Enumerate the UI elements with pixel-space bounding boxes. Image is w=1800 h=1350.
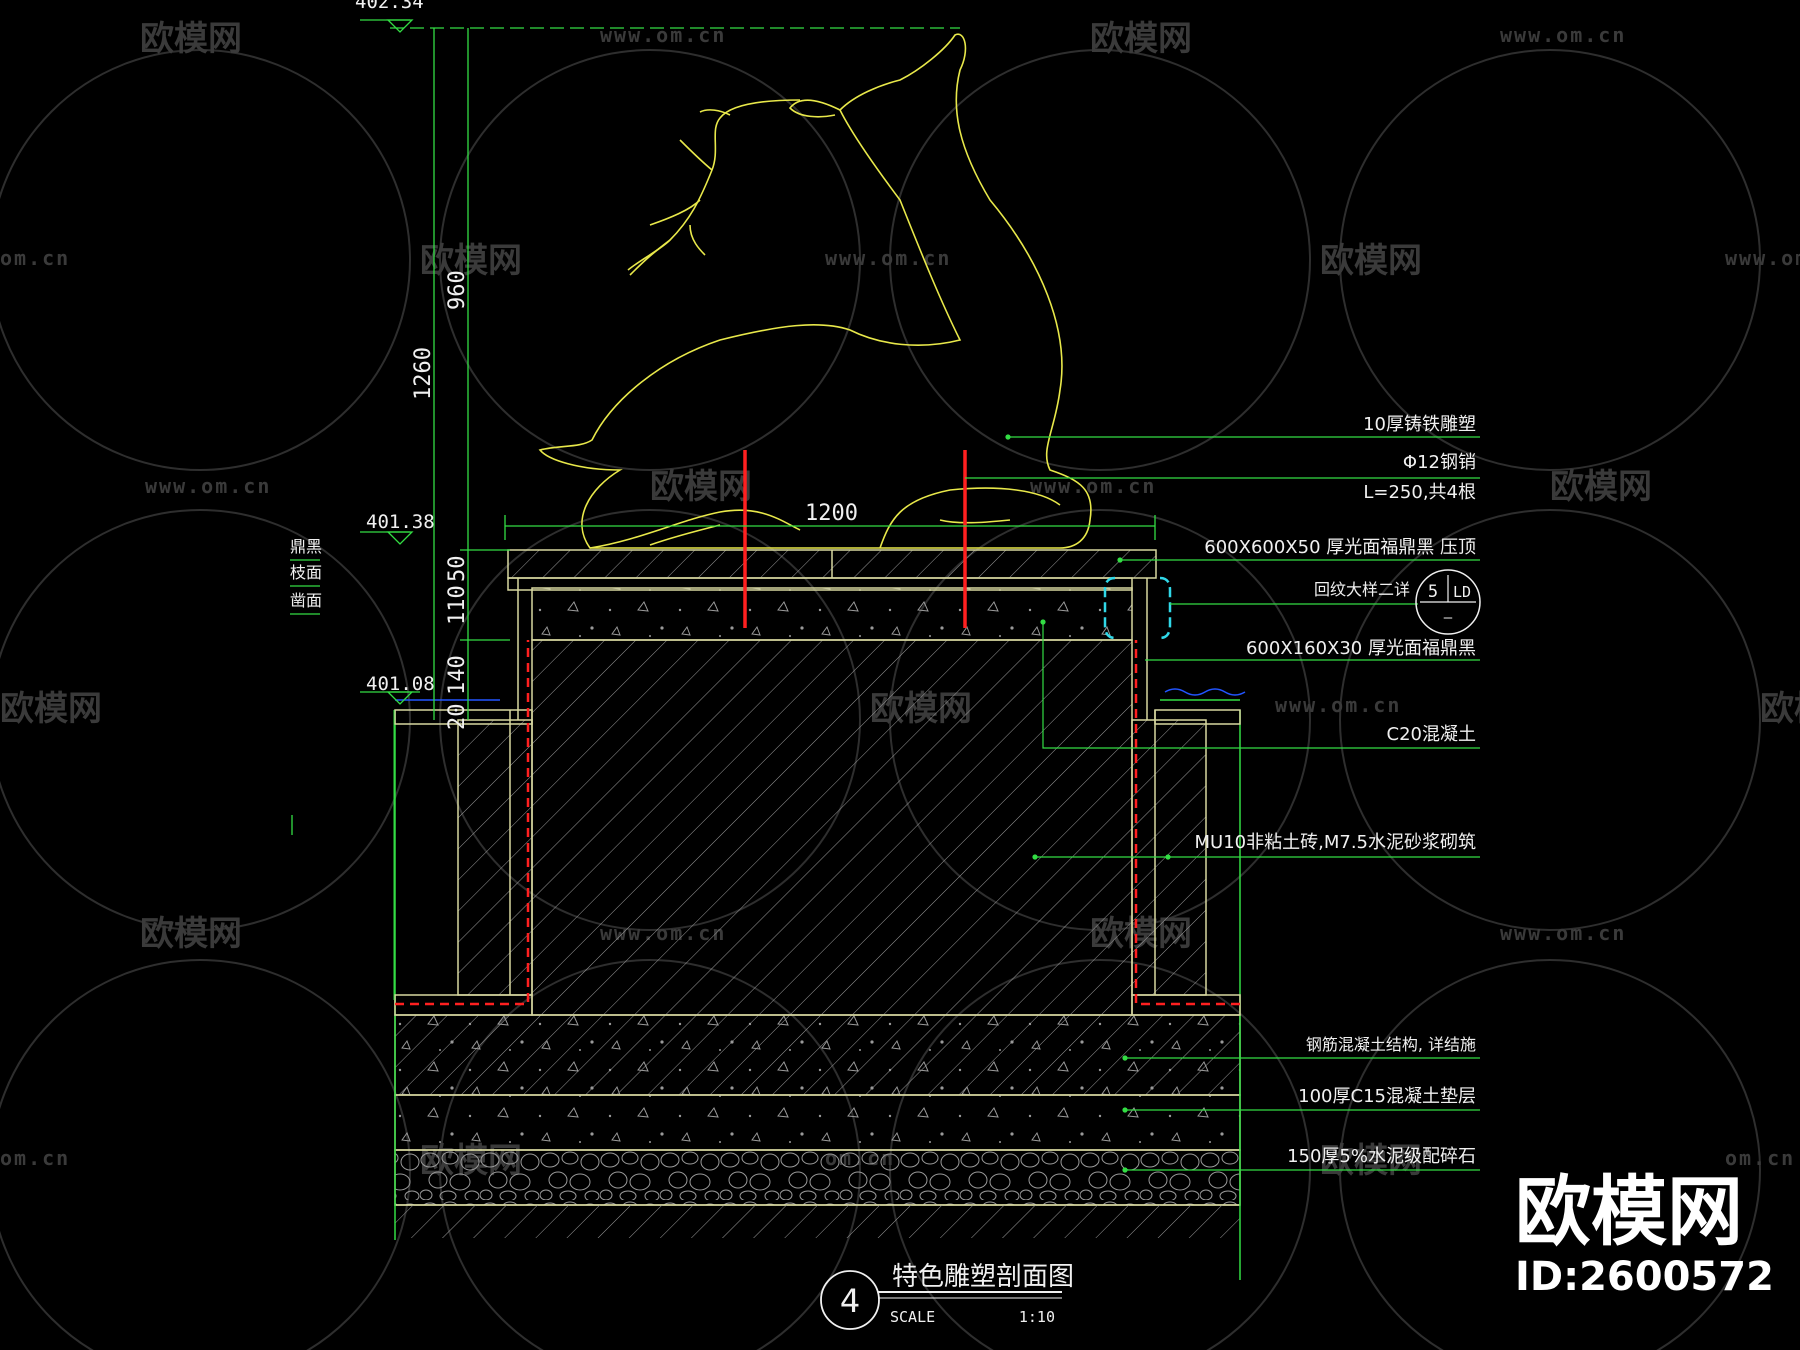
watermark-url: www.om.cn: [1275, 693, 1401, 717]
water-surface: [395, 688, 1246, 701]
drawing-title: 特色雕塑剖面图: [892, 1262, 1074, 1292]
c20-concrete: [531, 587, 1133, 641]
left-notes: 鼎黑 枝面 凿面: [290, 537, 322, 610]
detail-bubble: [1103, 576, 1172, 640]
leader-lines: [965, 434, 1480, 1173]
callout-pin-length: L=250,共4根: [1363, 482, 1476, 503]
elevation-top: 402.34: [355, 0, 424, 13]
callout-sculpture: 10厚铸铁雕塑: [1363, 414, 1476, 435]
callout-labels: 10厚铸铁雕塑 Φ12钢销 L=250,共4根 600X600X50 厚光面福鼎…: [1195, 414, 1477, 1167]
watermark-brand: 欧模网: [1550, 467, 1652, 507]
watermark-brand: 欧模网: [650, 467, 752, 507]
watermark-brand: 欧模网: [1320, 1141, 1422, 1181]
scale-value: 1:10: [1019, 1308, 1055, 1326]
watermark-brand: 欧模网: [1760, 689, 1800, 729]
note-face: 枝面: [290, 563, 322, 582]
callout-cap: 600X600X50 厚光面福鼎黑 压顶: [1204, 537, 1476, 558]
cap-stone: [507, 549, 1157, 579]
note-chisel: 凿面: [290, 591, 322, 610]
watermark-brand: 欧模网: [1090, 19, 1192, 59]
elevation-deck: 401.38: [366, 511, 435, 533]
dimension-lines: [290, 19, 1156, 1000]
detail-sheet: LD: [1453, 583, 1471, 601]
note-black: 鼎黑: [290, 537, 322, 556]
brick-core: [531, 639, 1133, 1016]
detail-reference: 5 LD —: [1415, 569, 1481, 635]
scale-label: SCALE: [890, 1308, 935, 1326]
waterproof-line: [395, 640, 1240, 1006]
gravel-layer: [394, 1149, 1241, 1206]
watermark-url: www.om.cn: [1500, 921, 1626, 945]
drawing-number: 4: [840, 1282, 860, 1320]
watermark-url: www.om.cn: [145, 474, 271, 498]
watermark-brand: 欧模网: [140, 914, 242, 954]
pedestal: [394, 577, 1241, 1016]
callout-gravel: 150厚5%水泥级配碎石: [1287, 1146, 1476, 1167]
watermark-url: www.om.cn: [600, 23, 726, 47]
brand-corner: 欧模网 ID:2600572: [1515, 1167, 1774, 1300]
foundation: [394, 710, 1241, 1280]
callout-c20: C20混凝土: [1387, 724, 1476, 745]
dim-140: 140: [445, 655, 470, 695]
brand-logo: 欧模网: [1515, 1167, 1743, 1256]
callout-cladding: 600X160X30 厚光面福鼎黑: [1246, 638, 1476, 659]
watermark-brand: 欧模网: [0, 689, 102, 729]
soil-layer: [395, 1205, 1240, 1238]
callout-brick: MU10非粘土砖,M7.5水泥砂浆砌筑: [1195, 832, 1477, 853]
left-wall: [457, 719, 533, 996]
watermark-url: www.om.cn: [825, 246, 951, 270]
callout-pin: Φ12钢销: [1403, 452, 1476, 473]
steel-pins: [743, 450, 967, 628]
watermark-url: om.cn: [0, 246, 70, 270]
dim-110: 110: [445, 585, 470, 625]
c15-layer: [394, 1094, 1241, 1151]
title-block: 4 特色雕塑剖面图 SCALE 1:10: [820, 1262, 1074, 1330]
dim-1200: 1200: [805, 501, 858, 526]
callout-c15: 100厚C15混凝土垫层: [1298, 1086, 1476, 1107]
watermark-url: www.om.cn: [1500, 23, 1626, 47]
callout-rc: 钢筋混凝土结构, 详结施: [1306, 1035, 1476, 1054]
dim-50: 50: [445, 556, 470, 583]
watermark-brand: 欧模网: [420, 241, 522, 281]
detail-sub: —: [1444, 610, 1453, 626]
dim-960: 960: [445, 270, 470, 310]
elevation-water: 401.08: [366, 673, 435, 695]
callout-detail: 回纹大样二详: [1314, 580, 1410, 599]
watermark-brand: 欧模网: [1320, 241, 1422, 281]
dimension-texts: 402.34 401.38 401.08 1260 960 1200 50 11…: [355, 0, 858, 730]
watermark-url: www.om.cn: [1725, 246, 1800, 270]
watermark-brand: 欧模网: [140, 19, 242, 59]
deer-sculpture: [538, 33, 1092, 549]
watermark-url: om.cn: [0, 1146, 70, 1170]
detail-number: 5: [1428, 582, 1438, 602]
model-id: ID:2600572: [1515, 1254, 1774, 1300]
dim-20: 20: [445, 704, 470, 731]
dim-1260: 1260: [411, 347, 436, 400]
watermark-url: om.cn: [1725, 1146, 1795, 1170]
